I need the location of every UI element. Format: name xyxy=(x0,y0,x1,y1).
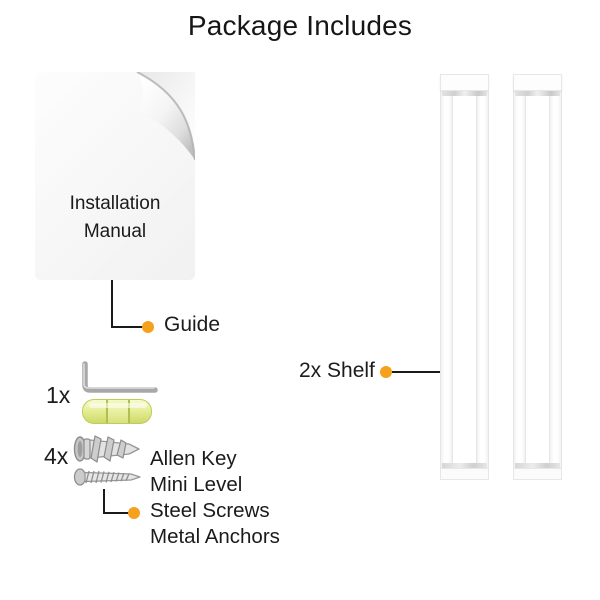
shelf-bottom-cap xyxy=(513,468,562,480)
shelf-top-shadow xyxy=(442,91,487,96)
shelf-rail xyxy=(476,90,489,469)
shelf-label: 2x Shelf xyxy=(299,359,375,382)
allen-key-icon xyxy=(82,361,158,393)
guide-leader-line-horizontal xyxy=(111,326,149,328)
manual-label-line1: Installation xyxy=(69,193,161,214)
quantity-fasteners: 4x xyxy=(44,443,69,469)
shelf-rail xyxy=(513,90,526,469)
shelf-leader-line xyxy=(392,371,444,373)
installation-manual-sheet: Installation Manual xyxy=(35,72,195,280)
hardware-leader-line-horizontal xyxy=(103,512,129,514)
guide-label: Guide xyxy=(164,313,221,336)
shelf-top-cap xyxy=(513,74,562,91)
guide-callout-dot xyxy=(142,321,154,333)
shelf-bottom-cap xyxy=(440,468,489,480)
shelf-rail xyxy=(549,90,562,469)
hardware-leader-line-vertical xyxy=(103,489,105,514)
screw-icon xyxy=(73,468,141,486)
guide-leader-line-vertical xyxy=(111,280,113,327)
level-highlight xyxy=(89,403,147,408)
page-title: Package Includes xyxy=(187,10,413,41)
shelf-callout-dot xyxy=(380,366,392,378)
page-curl-icon xyxy=(136,72,195,161)
shelf-frame-illustration-right xyxy=(513,74,562,480)
hardware-label-allen-key: Allen Key xyxy=(150,447,237,470)
hardware-label-mini-level: Mini Level xyxy=(150,473,243,496)
shelf-top-cap xyxy=(440,74,489,91)
hardware-label-steel-screws: Steel Screws xyxy=(150,499,270,522)
manual-label-line2: Manual xyxy=(83,221,147,242)
shelf-top-shadow xyxy=(515,91,560,96)
hardware-label-list: Allen Key Mini Level Steel Screws Metal … xyxy=(150,446,280,550)
manual-label: Installation Manual xyxy=(35,190,195,246)
hardware-callout-dot xyxy=(128,507,140,519)
drywall-anchor-icon xyxy=(73,435,140,463)
hardware-label-metal-anchors: Metal Anchors xyxy=(150,525,280,548)
mini-level-icon xyxy=(82,399,152,424)
shelf-rail xyxy=(440,90,453,469)
quantity-tools: 1x xyxy=(46,382,71,408)
shelf-frame-illustration-left xyxy=(440,74,489,480)
shelf-bottom-shadow xyxy=(515,463,560,468)
shelf-bottom-shadow xyxy=(442,463,487,468)
